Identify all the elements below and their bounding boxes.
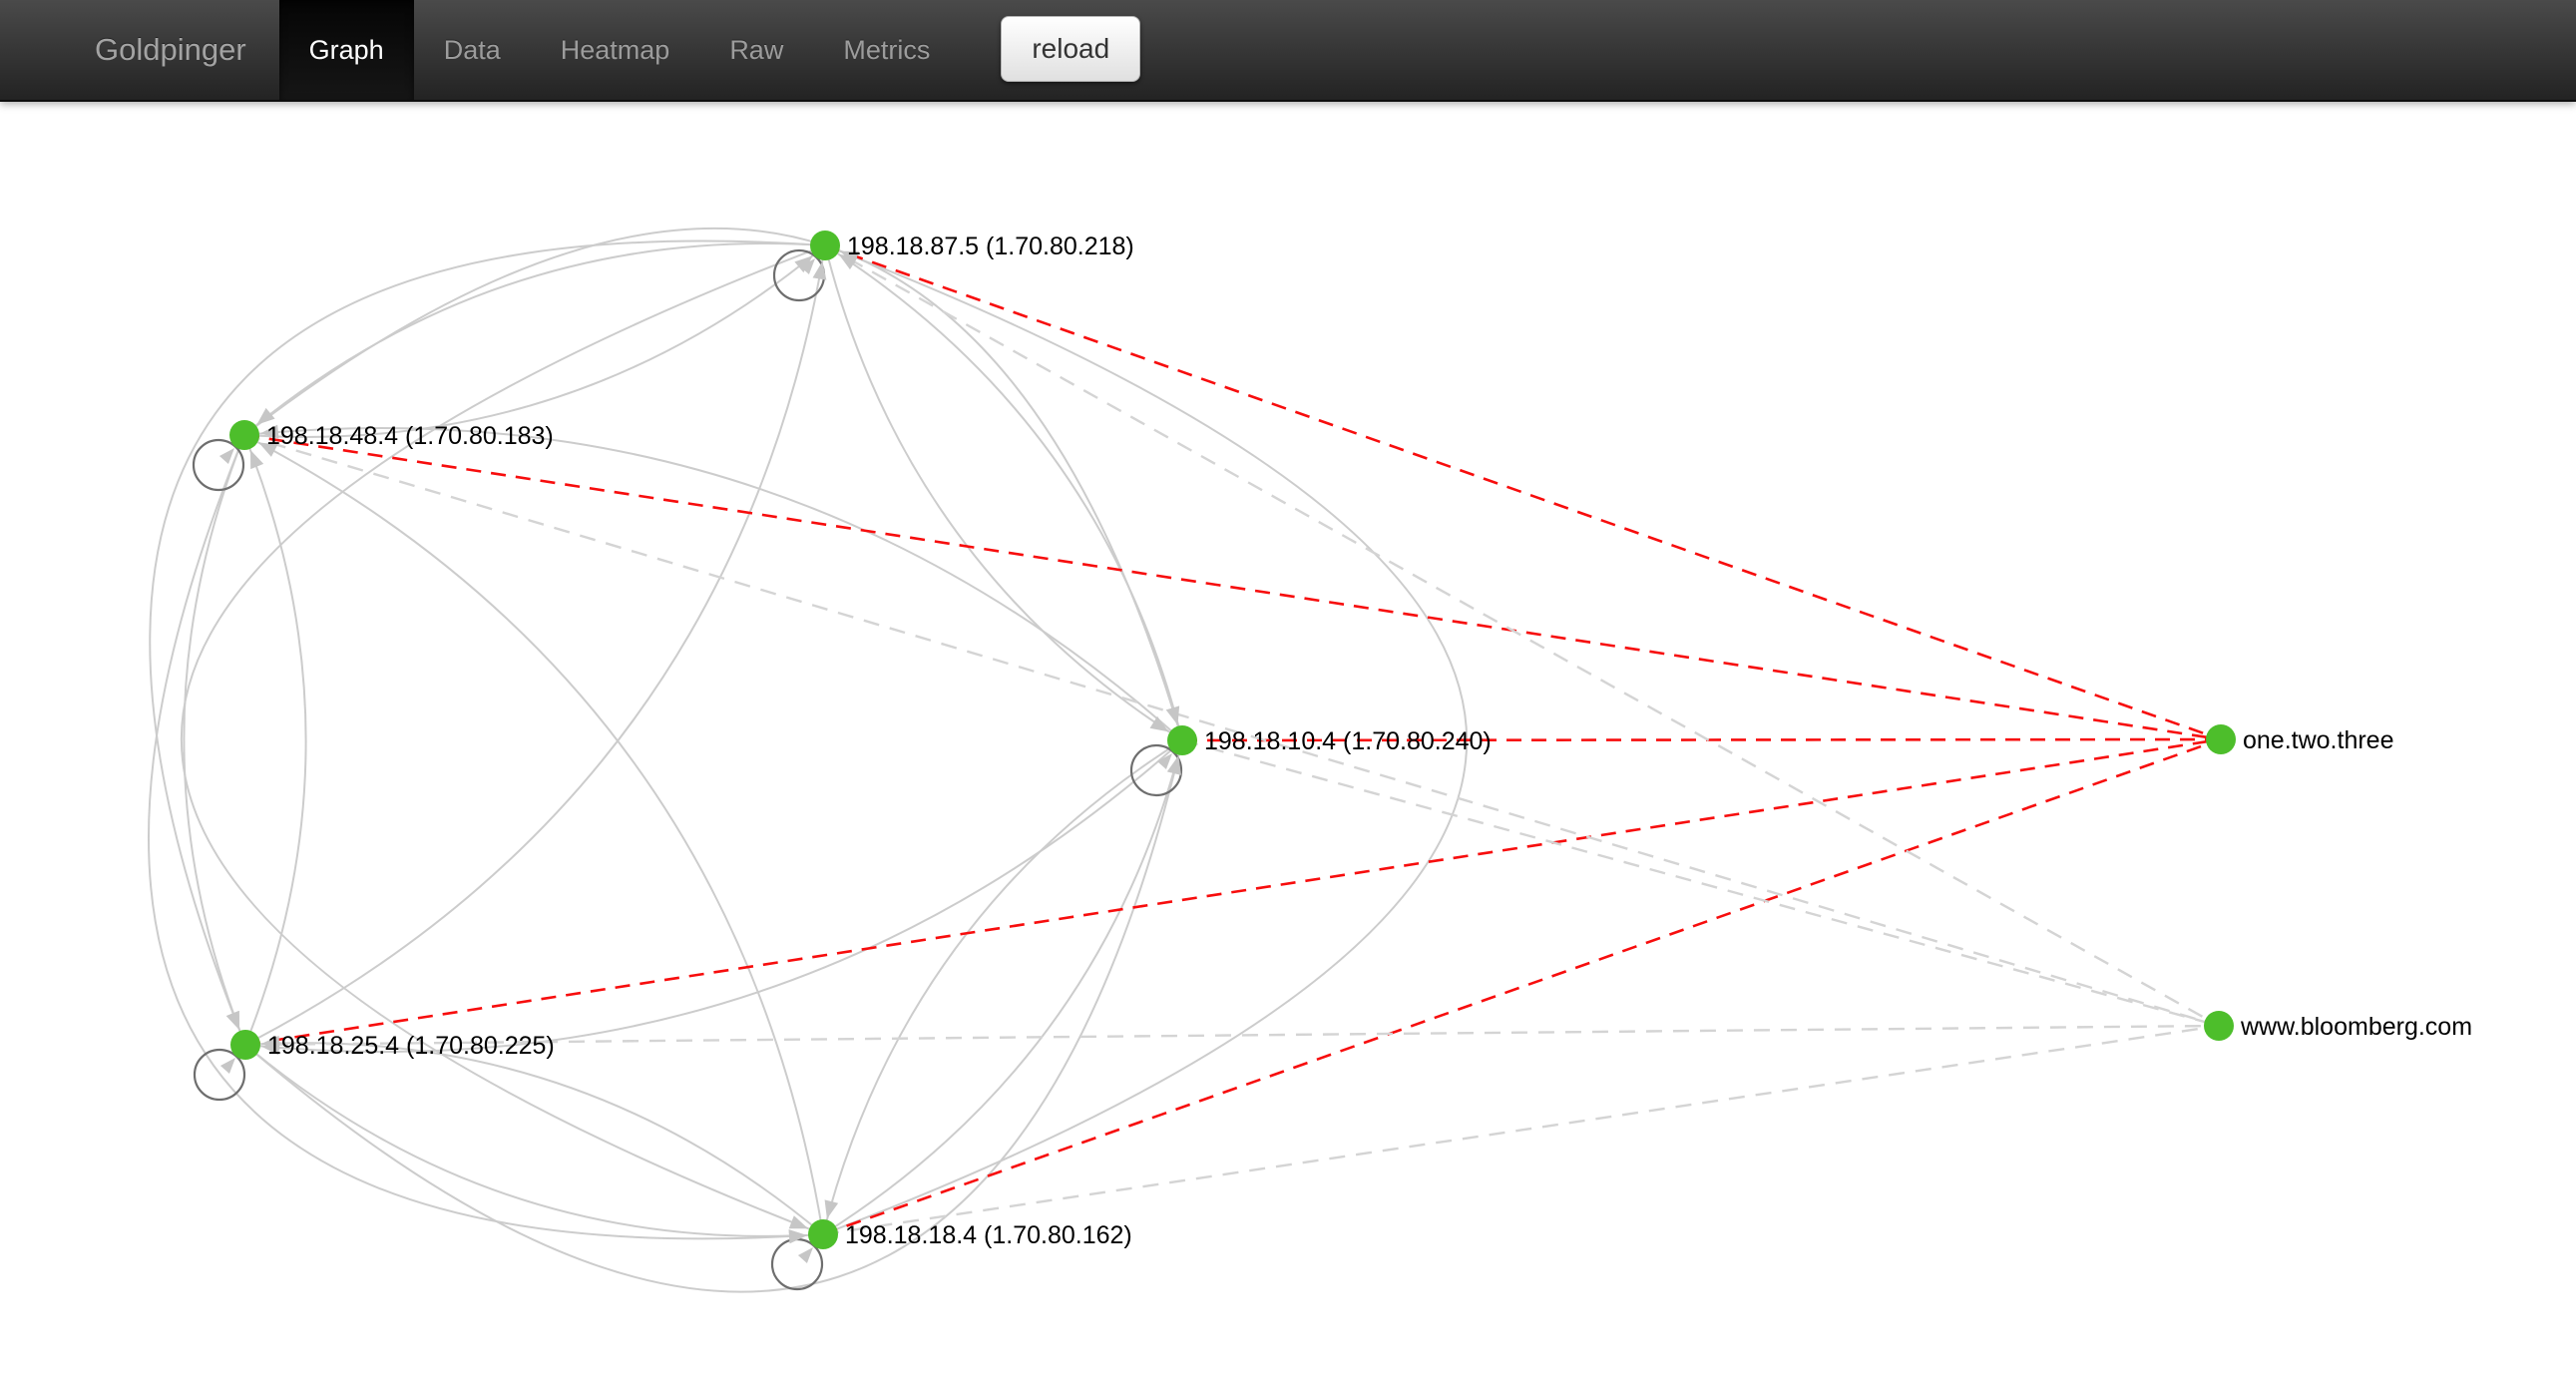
graph-node-48[interactable]	[229, 420, 259, 450]
dashed-edge-87-one	[824, 243, 2222, 741]
arrowhead-18-87	[839, 250, 860, 264]
node-label-10[interactable]: 198.18.10.4 (1.70.80.240)	[1204, 727, 1492, 755]
arrowhead-18-48	[258, 442, 278, 457]
arrowhead-10-48	[259, 424, 279, 439]
graph-node-87[interactable]	[810, 231, 840, 260]
dashed-edge-25-one	[244, 737, 2222, 1047]
arrowhead-loop-10	[1156, 753, 1172, 769]
arrowhead-loop-18	[797, 1247, 813, 1263]
arrowhead-10-18	[824, 1199, 839, 1219]
tab-heatmap[interactable]: Heatmap	[560, 35, 670, 65]
network-graph-canvas[interactable]: 198.18.87.5 (1.70.80.218) 198.18.48.4 (1.…	[0, 100, 2576, 1393]
edge-10-25	[244, 739, 1183, 1054]
nav-tabs: Graph Data Heatmap Raw Metrics	[278, 0, 961, 100]
graph-node-one[interactable]	[2206, 724, 2236, 754]
arrowhead-10-25	[260, 1041, 280, 1056]
edge-10-87	[824, 244, 1183, 741]
self-loop-48	[192, 438, 245, 492]
edge-87-10	[824, 244, 1183, 741]
arrowhead-48-18	[788, 1229, 808, 1244]
graph-node-25[interactable]	[230, 1030, 260, 1060]
tab-data[interactable]: Data	[443, 35, 501, 65]
arrowhead-25-87	[812, 260, 827, 280]
dashed-edge-48-blm	[243, 433, 2220, 1028]
arrowhead-87-18	[788, 1215, 809, 1229]
edge-87-25	[149, 239, 826, 1046]
edge-25-48	[243, 434, 307, 1046]
edge-25-18	[244, 1044, 824, 1237]
dashed-edge-87-blm	[824, 243, 2220, 1028]
edge-18-25	[244, 1042, 824, 1235]
graph-node-18[interactable]	[808, 1219, 838, 1249]
dashed-edge-10-blm	[1181, 738, 2220, 1028]
dashed-edge-48-one	[243, 433, 2222, 741]
self-loop-18	[770, 1237, 824, 1291]
self-loop-10	[1129, 743, 1183, 797]
node-label-blm[interactable]: www.bloomberg.com	[2240, 1013, 2472, 1041]
dashed-edge-25-blm	[244, 1024, 2220, 1047]
edge-48-10	[243, 227, 1183, 741]
edge-25-87	[244, 244, 826, 1046]
edge-87-48	[243, 242, 826, 436]
navbar: Goldpinger Graph Data Heatmap Raw Metric…	[0, 0, 2576, 102]
node-label-48[interactable]: 198.18.48.4 (1.70.80.183)	[266, 422, 554, 450]
edge-10-48	[243, 427, 1183, 741]
graph-node-10[interactable]	[1167, 725, 1197, 755]
tab-raw[interactable]: Raw	[729, 35, 784, 65]
edge-87-18	[181, 244, 826, 1235]
arrowhead-87-10	[1149, 715, 1169, 732]
edge-18-48	[243, 434, 824, 1235]
graph-node-blm[interactable]	[2204, 1011, 2234, 1041]
reload-button[interactable]: reload	[1001, 16, 1141, 82]
edge-10-18	[822, 739, 1183, 1235]
app-brand: Goldpinger	[95, 32, 246, 67]
node-label-18[interactable]: 198.18.18.4 (1.70.80.162)	[845, 1221, 1132, 1249]
arrowhead-25-10	[1167, 755, 1181, 775]
arrowhead-87-25	[225, 1010, 239, 1031]
tab-graph[interactable]: Graph	[278, 0, 414, 100]
dashed-edge-18-one	[822, 737, 2222, 1236]
arrowhead-48-87	[794, 255, 813, 273]
edge-25-10	[244, 739, 1183, 1293]
edge-48-87	[243, 244, 826, 438]
edge-18-10	[822, 739, 1183, 1235]
dashed-edge-18-blm	[822, 1024, 2220, 1236]
node-label-one[interactable]: one.two.three	[2243, 726, 2394, 754]
self-loop-25	[193, 1048, 246, 1102]
edge-48-25	[183, 434, 246, 1046]
edge-48-18	[147, 434, 824, 1240]
arrowhead-loop-48	[218, 448, 234, 464]
node-label-25[interactable]: 198.18.25.4 (1.70.80.225)	[267, 1032, 555, 1060]
arrowhead-25-48	[249, 449, 264, 470]
tab-metrics[interactable]: Metrics	[843, 35, 931, 65]
arrowhead-loop-87	[799, 258, 815, 274]
arrowhead-87-48	[256, 407, 275, 425]
arrowhead-48-10	[1165, 705, 1180, 725]
arrowhead-loop-25	[219, 1058, 235, 1074]
node-label-87[interactable]: 198.18.87.5 (1.70.80.218)	[847, 232, 1134, 260]
